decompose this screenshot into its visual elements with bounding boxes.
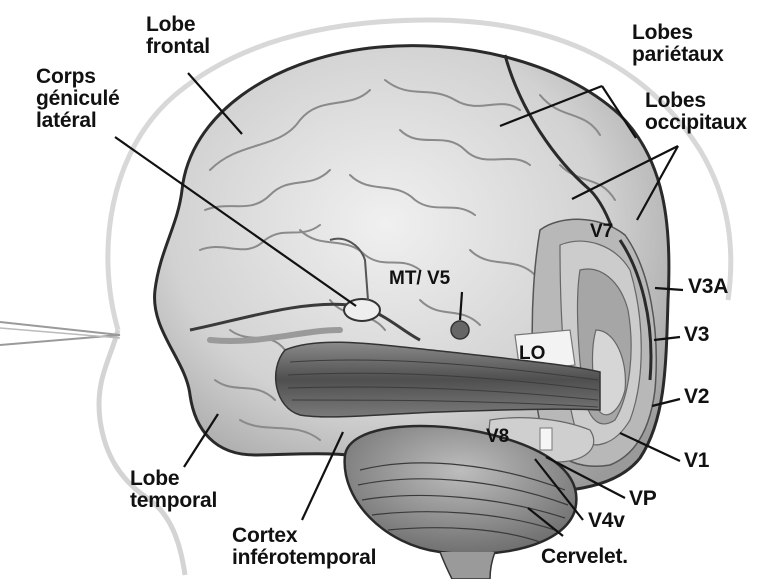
- label-line: Cortex: [232, 525, 376, 547]
- label-lo: LO: [519, 343, 545, 364]
- label-line: V2: [684, 386, 709, 408]
- label-line: Lobe: [130, 468, 217, 490]
- label-line: V3: [684, 324, 709, 346]
- label-line: Lobes: [645, 90, 747, 112]
- label-line: Lobes: [632, 22, 724, 44]
- label-line: Corps: [36, 66, 120, 88]
- label-corps-genicule-lateral: Corps géniculé latéral: [36, 66, 120, 132]
- label-v3a: V3A: [688, 276, 728, 298]
- label-line: Cervelet.: [541, 546, 628, 568]
- label-line: géniculé: [36, 88, 120, 110]
- label-line: Lobe: [146, 14, 210, 36]
- label-v2: V2: [684, 386, 709, 408]
- label-v7: V7: [590, 221, 613, 242]
- label-cervelet: Cervelet.: [541, 546, 628, 568]
- label-cortex-inferotemporal: Cortex inférotemporal: [232, 525, 376, 569]
- label-lobes-occipitaux: Lobes occipitaux: [645, 90, 747, 134]
- label-v4v: V4v: [588, 510, 625, 532]
- mt-v5-area: [451, 321, 469, 339]
- label-line: occipitaux: [645, 112, 747, 134]
- label-line: inférotemporal: [232, 547, 376, 569]
- label-lobes-parietaux: Lobes pariétaux: [632, 22, 724, 66]
- label-lobe-temporal: Lobe temporal: [130, 468, 217, 512]
- label-line: latéral: [36, 110, 120, 132]
- label-v1: V1: [684, 450, 709, 472]
- label-lobe-frontal: Lobe frontal: [146, 14, 210, 58]
- label-line: V4v: [588, 510, 625, 532]
- label-v8: V8: [486, 426, 509, 447]
- label-line: VP: [629, 488, 657, 510]
- label-line: V3A: [688, 276, 728, 298]
- label-line: frontal: [146, 36, 210, 58]
- label-v3: V3: [684, 324, 709, 346]
- label-line: temporal: [130, 490, 217, 512]
- label-line: V1: [684, 450, 709, 472]
- label-vp: VP: [629, 488, 657, 510]
- label-line: pariétaux: [632, 44, 724, 66]
- label-mt-v5: MT/ V5: [389, 268, 451, 289]
